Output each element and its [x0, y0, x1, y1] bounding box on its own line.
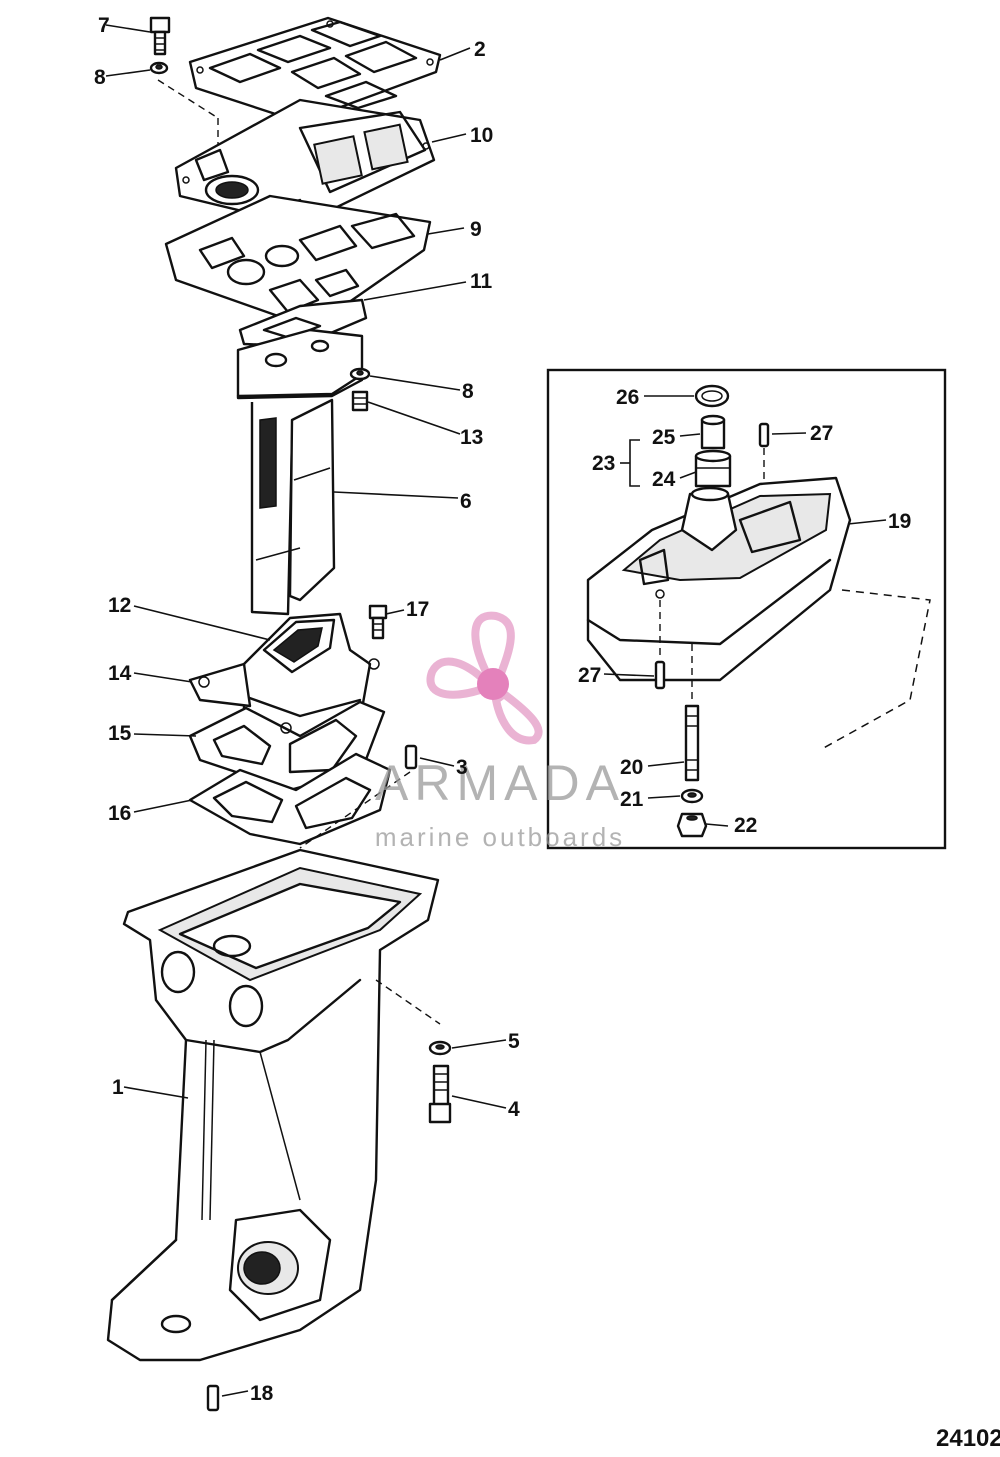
callout-2: 2	[474, 38, 486, 61]
washer-8-mid-icon	[349, 367, 371, 381]
gasket-14-icon	[188, 662, 252, 708]
callout-14: 14	[108, 662, 132, 685]
callout-1: 1	[112, 1076, 124, 1099]
callout-27b: 27	[578, 664, 601, 687]
armada-logo-icon	[426, 611, 543, 745]
nut-22-icon	[676, 812, 708, 838]
callout-18: 18	[250, 1382, 274, 1405]
callout-16: 16	[108, 802, 131, 825]
anti-ventilation-plate-19-icon	[586, 476, 931, 751]
bolt-7-icon	[149, 16, 171, 56]
gasket-9-icon	[164, 194, 432, 330]
callout-21: 21	[620, 788, 644, 811]
callout-3: 3	[456, 756, 468, 779]
callout-20: 20	[620, 756, 643, 779]
callout-12: 12	[108, 594, 131, 617]
pin-27-top-icon	[758, 422, 770, 448]
driveshaft-housing-1-icon	[106, 848, 440, 1362]
retaining-ring-26-icon	[694, 384, 730, 408]
pin-18-icon	[206, 1384, 220, 1412]
callout-7: 7	[98, 14, 110, 37]
washer-5-icon	[428, 1040, 452, 1056]
callout-26: 26	[616, 386, 639, 409]
gasket-11-icon	[238, 298, 368, 348]
figure-number: 24102	[936, 1425, 1000, 1452]
callout-24: 24	[652, 468, 676, 491]
exhaust-adapter-12-icon	[242, 612, 380, 742]
washer-21-icon	[680, 788, 704, 804]
callout-23: 23	[592, 452, 615, 475]
gasket-2-icon	[188, 16, 442, 124]
callout-11: 11	[470, 270, 493, 293]
bolt-17-icon	[368, 604, 388, 640]
bearing-24-icon	[694, 449, 732, 488]
pin-27-bottom-icon	[654, 660, 666, 690]
pin-3-icon	[404, 744, 418, 770]
bolt-13-icon	[351, 390, 369, 412]
callout-15: 15	[108, 722, 132, 745]
bolt-4-icon	[428, 1064, 452, 1124]
bushing-25-icon	[700, 414, 726, 450]
callout-6: 6	[460, 490, 472, 513]
callout-4: 4	[508, 1098, 520, 1121]
callout-22: 22	[734, 814, 757, 837]
leader-lines	[105, 24, 887, 1397]
callout-5: 5	[508, 1030, 520, 1053]
watermark-brand: ARMADA	[375, 755, 625, 811]
callout-13: 13	[460, 426, 483, 449]
washer-8-top-icon	[149, 61, 169, 75]
gasket-16-icon	[188, 752, 392, 846]
detail-inset-frame	[546, 368, 947, 850]
callout-8b: 8	[462, 380, 474, 403]
callout-17: 17	[406, 598, 429, 621]
callout-10: 10	[470, 124, 493, 147]
stud-20-icon	[684, 704, 700, 782]
callout-19: 19	[888, 510, 911, 533]
watermark-tagline: marine outboards	[375, 822, 625, 852]
callout-8: 8	[94, 66, 106, 89]
callout-27: 27	[810, 422, 833, 445]
callout-9: 9	[470, 218, 482, 241]
exhaust-tube-6-icon	[236, 328, 368, 616]
callout-25: 25	[652, 426, 676, 449]
